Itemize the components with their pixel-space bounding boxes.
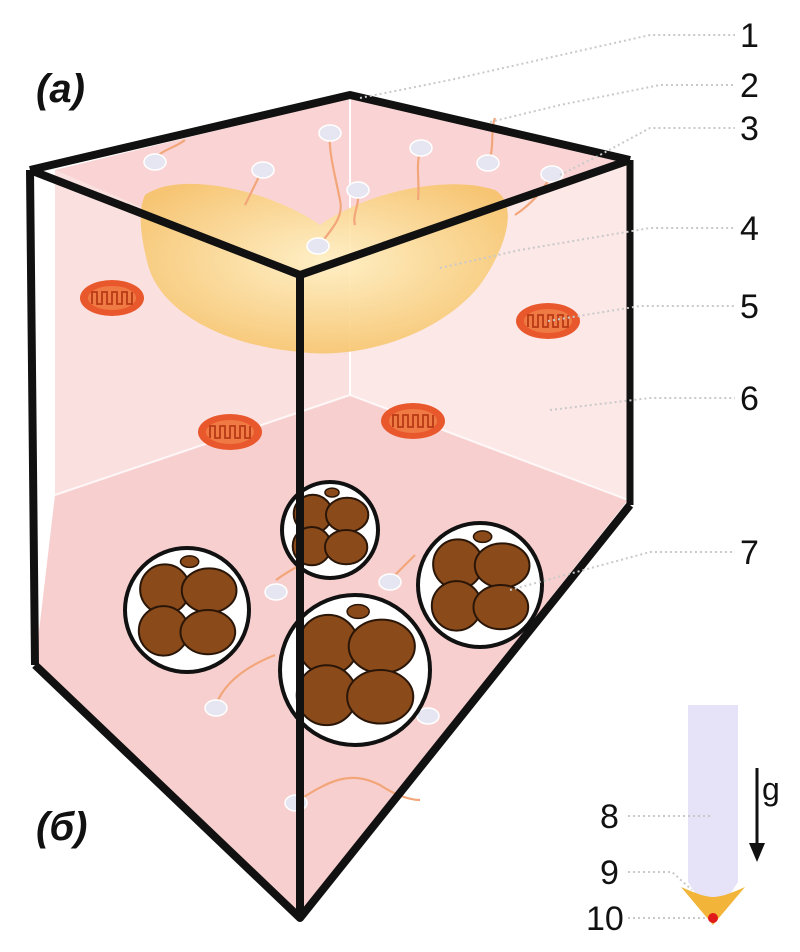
starch-granule	[346, 669, 415, 725]
starch-granule	[473, 542, 531, 589]
tube-leader-lines	[628, 815, 710, 919]
callout-9: 9	[600, 854, 619, 892]
gravity-label: g	[762, 771, 780, 807]
cell-wall-outline	[26, 91, 634, 922]
starch-granule	[346, 603, 370, 620]
callout-1: 1	[740, 17, 759, 55]
callout-4: 4	[740, 210, 759, 248]
leader-lines	[359, 34, 735, 591]
starch-granule	[324, 487, 340, 498]
starch-granule	[472, 584, 530, 631]
panel-label-b: (б)	[36, 805, 87, 849]
starch-granule	[324, 496, 370, 534]
starch-granule	[472, 530, 493, 544]
amyloplast	[278, 593, 432, 747]
pellet-core	[708, 913, 718, 923]
callout-7: 7	[740, 534, 759, 572]
amyloplast	[416, 521, 544, 649]
callout-5: 5	[740, 288, 759, 326]
starch-granule	[347, 618, 416, 675]
starch-granule	[180, 567, 238, 614]
gravity-arrow	[749, 768, 765, 862]
centrifuge-tube	[681, 705, 745, 925]
amyloplasts	[123, 480, 544, 747]
callout-10: 10	[586, 900, 624, 938]
callout-6: 6	[740, 380, 759, 418]
amyloplast	[280, 480, 380, 580]
panel-label-a: (а)	[36, 67, 85, 111]
amyloplast	[123, 546, 251, 674]
pellet	[681, 887, 745, 925]
callout-8: 8	[600, 798, 619, 836]
starch-granule	[323, 529, 369, 566]
starch-granule	[179, 555, 200, 569]
starch-granule	[179, 609, 237, 656]
callout-2: 2	[740, 67, 759, 105]
callout-3: 3	[740, 110, 759, 148]
